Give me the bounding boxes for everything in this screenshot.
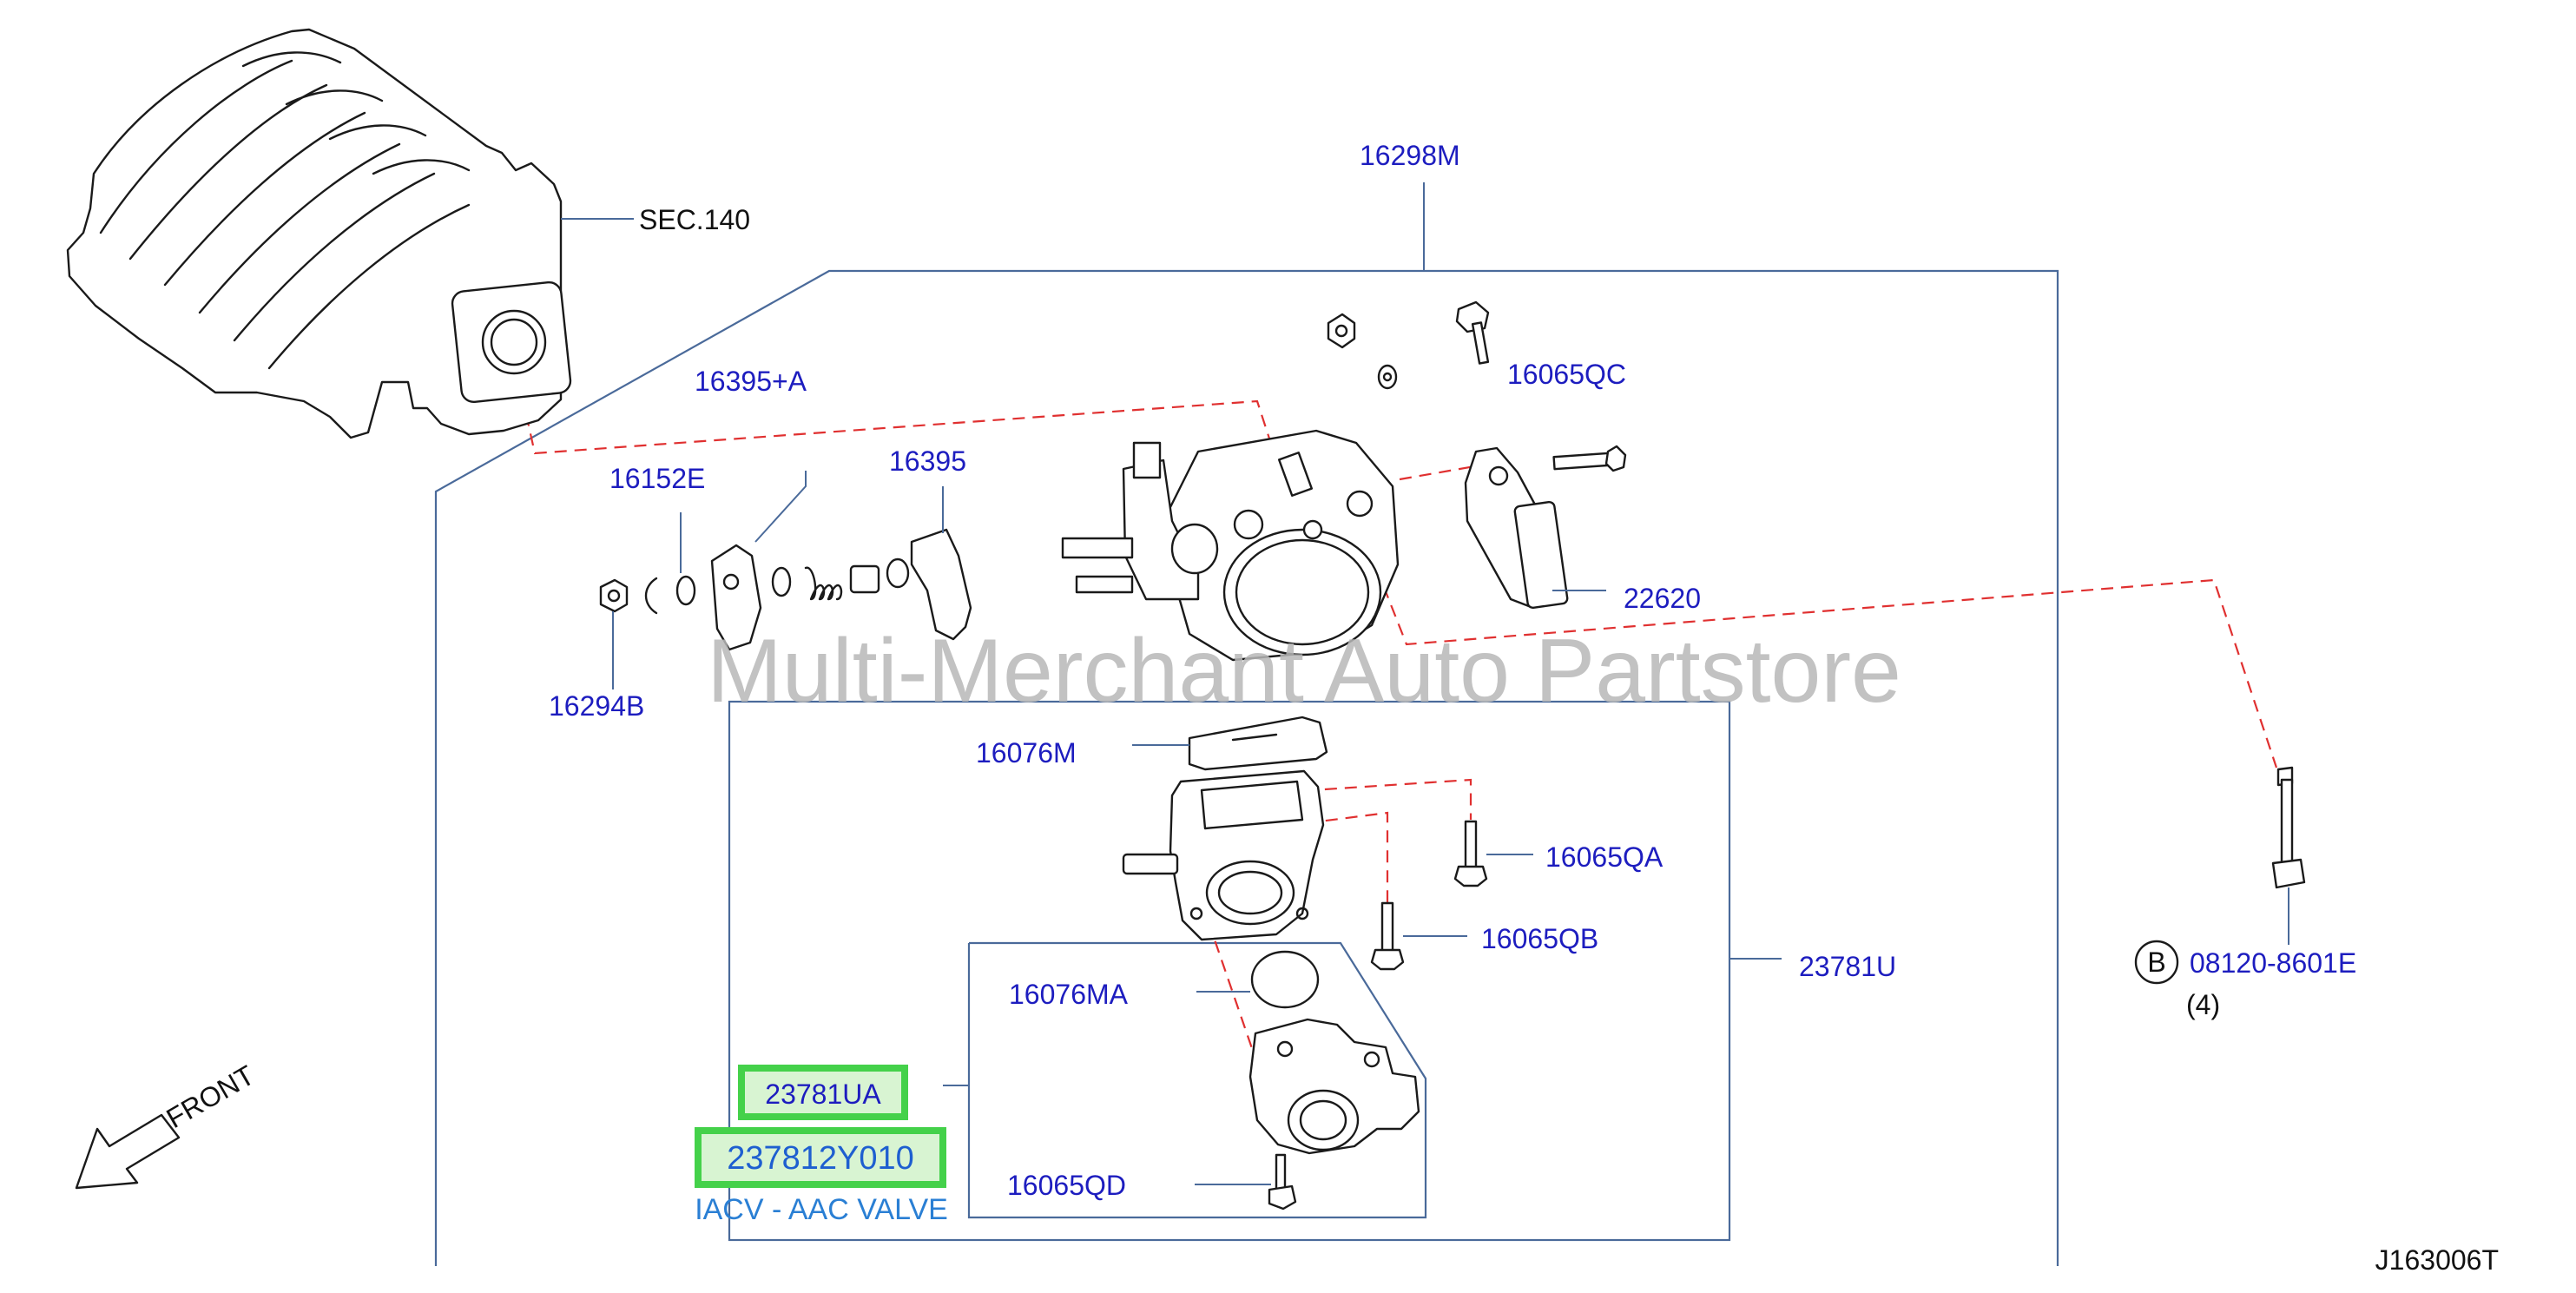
label-237812Y010[interactable]: 237812Y010 [727, 1140, 914, 1177]
aac-valve-body-drawing [1122, 769, 1325, 941]
label-16152E[interactable]: 16152E [609, 463, 705, 494]
label-sec140[interactable]: SEC.140 [639, 204, 750, 235]
label-16076MA[interactable]: 16076MA [1009, 979, 1129, 1010]
watermark-text: Multi-Merchant Auto Partstore [707, 621, 1901, 722]
label-16395[interactable]: 16395 [889, 445, 966, 477]
return-spring-parts-drawing [599, 471, 972, 689]
screws-qa-qb-drawing [1370, 820, 1533, 971]
highlight-23781UA[interactable]: 23781UA [738, 1065, 908, 1120]
quantity-label: (4) [2186, 989, 2220, 1020]
throttle-body-drawing [1061, 429, 1400, 662]
gasket-16076M-drawing [1132, 716, 1328, 771]
label-16395A[interactable]: 16395+A [695, 366, 807, 397]
o-ring-drawing [1196, 950, 1320, 1009]
label-16065QA[interactable]: 16065QA [1545, 841, 1664, 873]
diagram-code: J163006T [2375, 1244, 2499, 1276]
inner-frame-iacv [943, 941, 1427, 1219]
label-22620[interactable]: 22620 [1624, 583, 1701, 614]
throttle-position-sensor-drawing [1464, 445, 1627, 610]
iacv-actuator-drawing [1195, 1018, 1420, 1211]
intake-manifold-drawing [66, 28, 634, 439]
highlight-caption: IACV - AAC VALVE [695, 1193, 948, 1226]
label-08120-8601E[interactable]: 08120-8601E [2190, 947, 2356, 979]
throttle-hardware-drawing [1327, 300, 1490, 390]
highlight-237812Y010[interactable]: 237812Y010 [695, 1127, 946, 1188]
main-frame [434, 182, 2059, 1266]
label-16065QD[interactable]: 16065QD [1007, 1170, 1126, 1201]
label-16294B[interactable]: 16294B [549, 690, 644, 722]
callout-letter-b: B [2147, 947, 2165, 978]
label-16065QB[interactable]: 16065QB [1481, 923, 1598, 954]
front-direction-label: FRONT [161, 1059, 260, 1134]
label-16298M[interactable]: 16298M [1360, 140, 1460, 171]
dashed-references [516, 374, 2278, 1135]
label-16076M[interactable]: 16076M [976, 737, 1077, 769]
label-23781U[interactable]: 23781U [1799, 951, 1896, 982]
label-16065QC[interactable]: 16065QC [1507, 359, 1626, 390]
long-bolt-drawing [2134, 766, 2306, 985]
inner-frame-23781U [728, 700, 1782, 1242]
label-23781UA[interactable]: 23781UA [765, 1079, 881, 1110]
front-arrow-icon [75, 1113, 181, 1190]
